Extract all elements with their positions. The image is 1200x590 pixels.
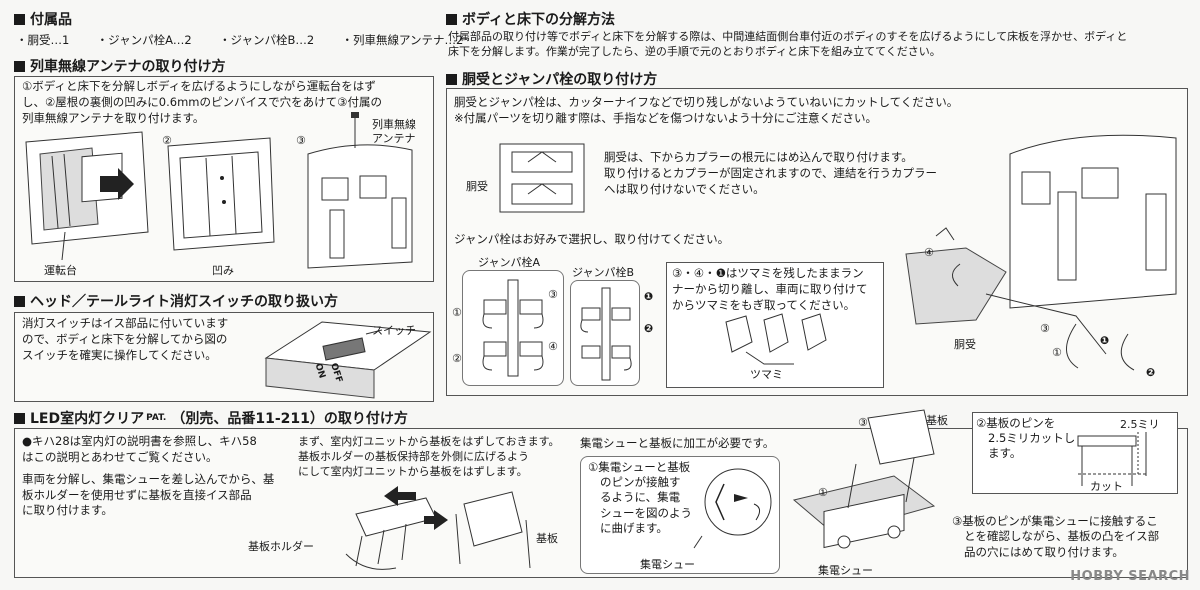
marker-2: ② bbox=[452, 352, 462, 365]
body-bracket-part-illustration bbox=[499, 143, 585, 213]
disassembly-title: ボディと床下の分解方法 bbox=[446, 9, 615, 29]
step-marker: ② bbox=[162, 134, 172, 147]
disassembly-text: 付属部品の取り付け等でボディと床下を分解する際は、中間連結面側台車付近のボディの… bbox=[448, 30, 1128, 59]
coupler-install-illustration bbox=[905, 134, 1177, 371]
cab-removal-illustration bbox=[25, 131, 149, 245]
marker-1: ① bbox=[452, 306, 462, 319]
square-bullet-icon bbox=[446, 73, 457, 85]
label-body-bracket-2: 胴受 bbox=[954, 338, 976, 351]
marker-filled-2: ❷ bbox=[1146, 366, 1156, 379]
marker-filled-2: ❷ bbox=[644, 322, 654, 335]
antenna-text: ①ボディと床下を分解しボディを広げるようにしながら運転台をはず し、②屋根の裏側… bbox=[22, 79, 382, 125]
jumper-choice-text: ジャンパ栓はお好みで選択し、取り付けてください。 bbox=[454, 232, 730, 246]
square-bullet-icon bbox=[446, 13, 457, 25]
knob-note-text: ③・④・❶はツマミを残したままラン ナーから切り離し、車両に取り付けて からツマ… bbox=[672, 266, 868, 312]
marker-3: ③ bbox=[548, 288, 558, 301]
label-cut: カット bbox=[1090, 480, 1123, 493]
marker-filled-1: ❶ bbox=[644, 290, 654, 303]
marker-4: ④ bbox=[548, 340, 558, 353]
marker-filled-1: ❶ bbox=[1100, 334, 1110, 347]
pin-cut-text: ②基板のピンを 2.5ミリカットし ます。 bbox=[976, 416, 1076, 461]
knob-illustration bbox=[725, 313, 827, 365]
marker-1: ① bbox=[818, 486, 828, 499]
marker-1: ① bbox=[1052, 346, 1062, 359]
railcar-front-illustration bbox=[307, 112, 413, 269]
light-switch-title: ヘッド／テールライト消灯スイッチの取り扱い方 bbox=[14, 291, 338, 311]
label-2-5mm: 2.5ミリ bbox=[1120, 418, 1160, 431]
square-bullet-icon bbox=[14, 412, 25, 424]
label-shoe: 集電シュー bbox=[640, 558, 695, 571]
label-jumper-b: ジャンパ栓B bbox=[572, 266, 634, 279]
pin-cut-illustration bbox=[1077, 432, 1147, 486]
switch-illustration bbox=[264, 321, 432, 399]
watermark: HOBBY SEARCH bbox=[1070, 569, 1190, 584]
shoe-step-text: ①集電シューと基板 のピンが接触す るように、集電 シューを図のよう に曲げます… bbox=[588, 460, 692, 535]
accessories-list: ・胴受…1 ・ジャンパ栓A…2 ・ジャンパ栓B…2 ・列車無線アンテナ…2 bbox=[16, 33, 463, 49]
accessory-item: ・ジャンパ栓A…2 bbox=[96, 33, 192, 47]
led-col2-text: まず、室内灯ユニットから基板をはずしておきます。 基板ホルダーの基板保持部を外側… bbox=[298, 435, 560, 479]
square-bullet-icon bbox=[14, 295, 25, 307]
marker-3: ③ bbox=[1040, 322, 1050, 335]
led-col3-intro: 集電シューと基板に加工が必要です。 bbox=[580, 436, 775, 450]
label-knob: ツマミ bbox=[750, 368, 783, 381]
label-shoe-2: 集電シュー bbox=[818, 564, 873, 577]
marker-4: ④ bbox=[924, 246, 934, 259]
led-col1-text: ●キハ28は室内灯の説明書を参照し、キハ58 はこの説明とあわせてご覧ください。… bbox=[22, 434, 275, 518]
label-body-bracket: 胴受 bbox=[466, 180, 488, 193]
step-marker: ③ bbox=[296, 134, 306, 147]
square-bullet-icon bbox=[14, 60, 25, 72]
label-board: 基板 bbox=[536, 532, 558, 545]
label-board-holder: 基板ホルダー bbox=[248, 540, 314, 553]
leader-line bbox=[61, 231, 66, 261]
board-holder-illustration bbox=[345, 486, 531, 570]
marker-3: ③ bbox=[858, 416, 868, 429]
chassis-illustration bbox=[792, 409, 936, 549]
label-recess: 凹み bbox=[212, 264, 234, 277]
coupler-title: 胴受とジャンパ栓の取り付け方 bbox=[446, 69, 657, 89]
shoe-bend-illustration bbox=[693, 468, 772, 549]
coupler-text: 胴受とジャンパ栓は、カッターナイフなどで切り残しがないようていねいにカットしてく… bbox=[454, 95, 959, 125]
light-switch-text: 消灯スイッチはイス部品に付いています ので、ボディと床下を分解してから図の スイ… bbox=[22, 316, 229, 362]
label-board-2: 基板 bbox=[926, 414, 948, 427]
accessory-item: ・列車無線アンテナ…2 bbox=[341, 33, 464, 47]
label-cab: 運転台 bbox=[44, 264, 77, 277]
accessory-item: ・ジャンパ栓B…2 bbox=[219, 33, 315, 47]
label-jumper-a: ジャンパ栓A bbox=[478, 256, 540, 269]
jumper-a-parts-illustration bbox=[482, 279, 544, 377]
bracket-text: 胴受は、下からカプラーの根元にはめ込んで取り付けます。 取り付けるとカプラーが固… bbox=[604, 150, 938, 196]
accessories-title: 付属品 bbox=[14, 9, 72, 29]
board-install-text: ③基板のピンが集電シューに接触するこ とを確認しながら、基板の凸をイス部 品の穴… bbox=[952, 514, 1160, 559]
pin-cut-box bbox=[972, 412, 1178, 494]
label-switch: スイッチ bbox=[372, 324, 416, 337]
square-bullet-icon bbox=[14, 13, 25, 25]
roof-underside-illustration bbox=[167, 137, 275, 251]
antenna-title: 列車無線アンテナの取り付け方 bbox=[14, 56, 225, 76]
label-antenna: 列車無線 アンテナ bbox=[372, 118, 416, 146]
jumper-b-parts-illustration bbox=[580, 287, 632, 381]
accessory-item: ・胴受…1 bbox=[16, 33, 70, 47]
